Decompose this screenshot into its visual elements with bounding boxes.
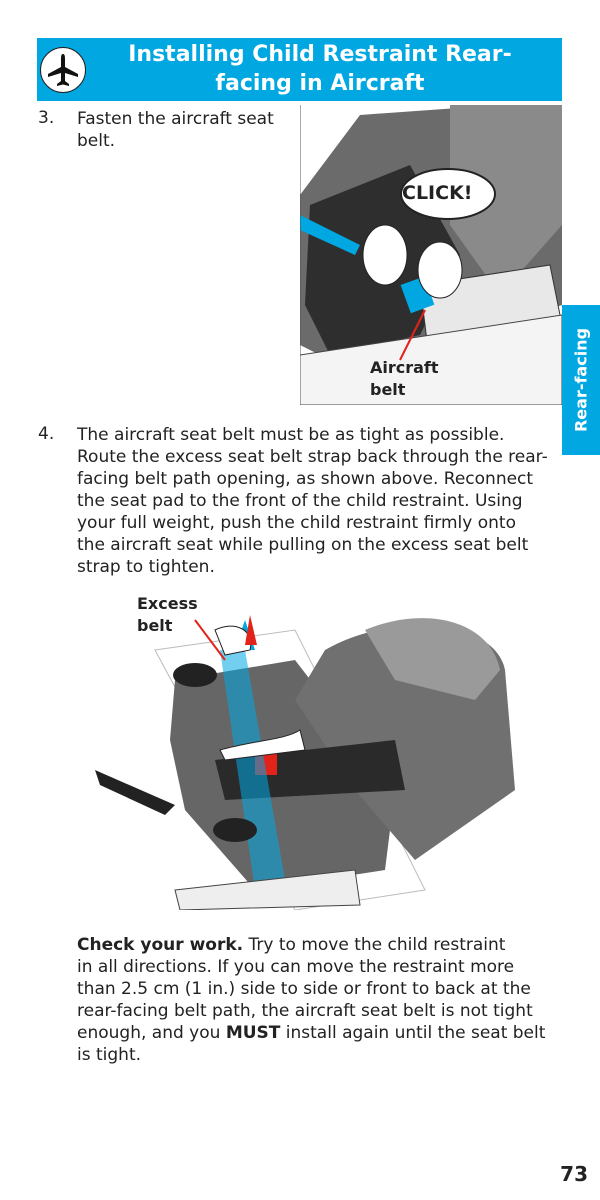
check-your-work-text: Check your work. Try to move the child r… [77,934,545,1066]
text-line: Route the excess seat belt strap back th… [77,447,548,467]
step-number: 4. [38,424,55,444]
fasten-belt-illustration [300,105,562,405]
label-line: Aircraft [370,358,439,377]
text-line: the aircraft seat while pulling on the e… [77,535,529,555]
text-line: strap to tighten. [77,557,215,577]
rear-facing-tab: Rear-facing [562,305,600,455]
click-callout-text: CLICK! [402,182,473,204]
text-line: in all directions. If you can move the r… [77,957,515,977]
title-line: facing in Aircraft [215,71,425,96]
tighten-belt-illustration [95,615,515,910]
text-line: The aircraft seat belt must be as tight … [77,425,505,445]
title-line: Installing Child Restraint Rear- [128,42,512,67]
text-line: your full weight, push the child restrai… [77,513,516,533]
tab-label: Rear-facing [571,327,591,433]
aircraft-belt-label: Aircraft belt [370,357,439,401]
excess-belt-label: Excess belt [137,593,198,637]
click-callout [400,168,496,220]
page-title: Installing Child Restraint Rear- facing … [95,40,545,98]
label-line: Excess [137,594,198,613]
text-line: Fasten the aircraft seat [77,109,274,129]
text-line: than 2.5 cm (1 in.) side to side or fron… [77,979,531,999]
text-line: belt. [77,131,116,151]
airplane-icon [40,47,86,93]
text-line: the seat pad to the front of the child r… [77,491,523,511]
text-fragment: enough, and you [77,1023,226,1043]
check-heading: Check your work. [77,935,244,955]
text-fragment: Try to move the child restraint [243,935,506,955]
text-line: Check your work. Try to move the child r… [77,934,545,956]
section-header [37,38,562,101]
step3-text: Fasten the aircraft seat belt. [77,108,274,152]
emphasis: MUST [225,1023,281,1043]
text-line: enough, and you MUST install again until… [77,1022,545,1044]
label-line: belt [370,380,406,399]
page-number: 73 [560,1162,588,1186]
step4-text: The aircraft seat belt must be as tight … [77,424,548,578]
text-line: is tight. [77,1045,142,1065]
text-line: rear-facing belt path, the aircraft seat… [77,1001,533,1021]
text-line: facing belt path opening, as shown above… [77,469,534,489]
label-line: belt [137,616,173,635]
text-fragment: install again until the seat belt [280,1023,546,1043]
step-number: 3. [38,108,55,128]
